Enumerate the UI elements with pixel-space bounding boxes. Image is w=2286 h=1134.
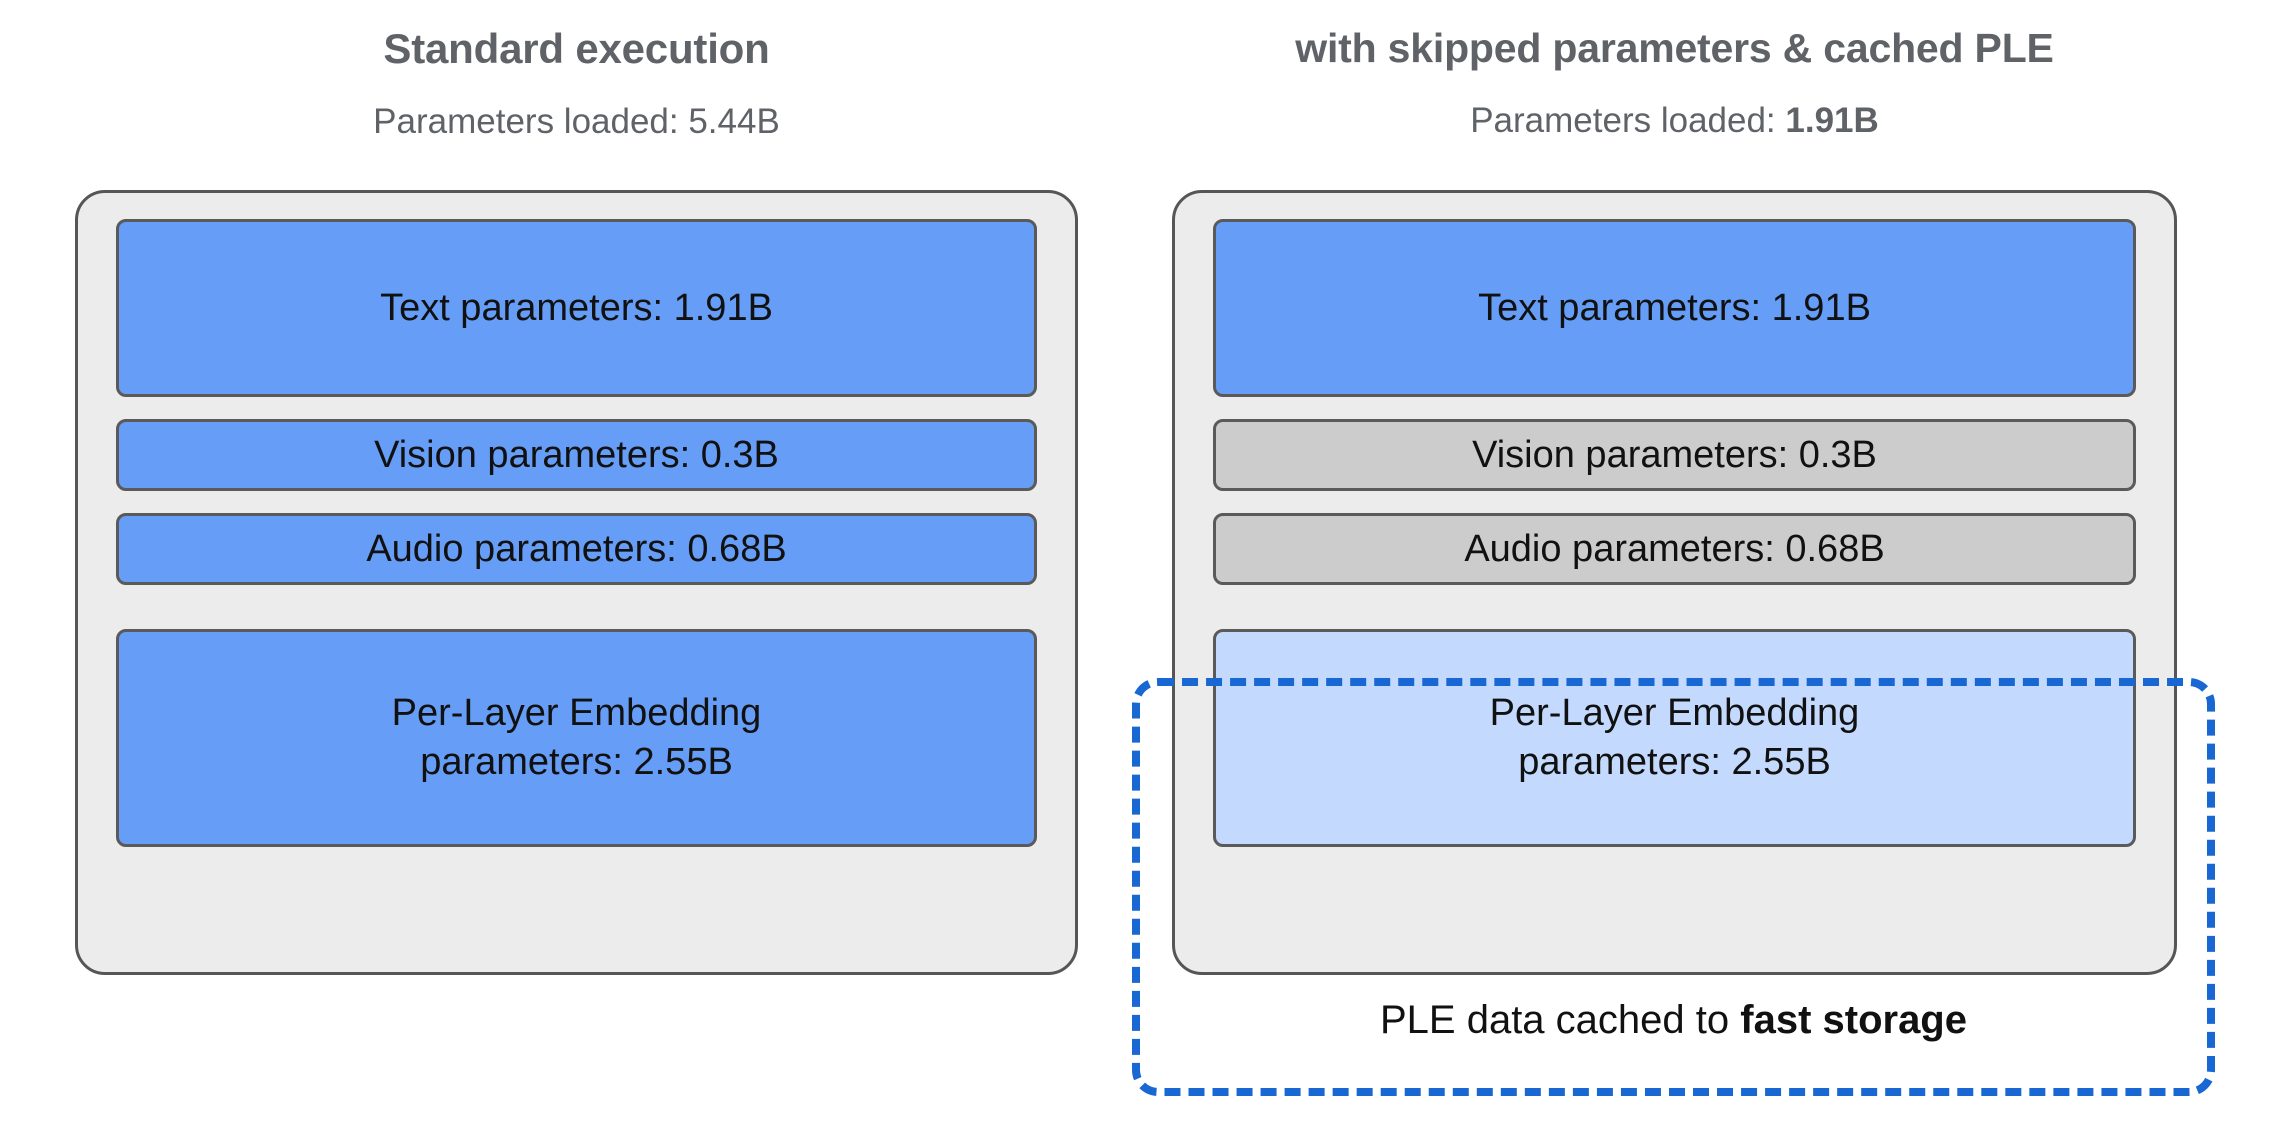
subtitle-prefix-optimized: Parameters loaded: xyxy=(1470,101,1786,140)
block-ple-parameters-cached: Per-Layer Embedding parameters: 2.55B xyxy=(1213,629,2136,847)
column-subtitle-optimized: Parameters loaded: 1.91B xyxy=(1172,69,2177,138)
block-ple-line2-cached: parameters: 2.55B xyxy=(1518,741,1831,783)
column-subtitle-standard: Parameters loaded: 5.44B xyxy=(75,70,1078,139)
block-audio-parameters-skipped: Audio parameters: 0.68B xyxy=(1213,513,2136,585)
spacer xyxy=(116,585,1037,629)
column-optimized-execution: with skipped parameters & cached PLE Par… xyxy=(1172,0,2177,139)
block-vision-parameters-standard: Vision parameters: 0.3B xyxy=(116,419,1037,491)
spacer xyxy=(1213,397,2136,419)
block-audio-parameters-standard: Audio parameters: 0.68B xyxy=(116,513,1037,585)
spacer xyxy=(1213,491,2136,513)
subtitle-prefix-standard: Parameters loaded: xyxy=(373,102,689,141)
column-title-standard: Standard execution xyxy=(383,25,770,72)
spacer xyxy=(116,491,1037,513)
panel-standard-execution: Text parameters: 1.91B Vision parameters… xyxy=(75,190,1078,975)
block-ple-line1-cached: Per-Layer Embedding xyxy=(1489,692,1860,735)
block-ple-parameters-standard: Per-Layer Embedding parameters: 2.55B xyxy=(116,629,1037,847)
cache-caption: PLE data cached to fast storage xyxy=(1132,1000,2215,1040)
block-ple-line2-standard: parameters: 2.55B xyxy=(420,741,733,783)
block-text-parameters-standard: Text parameters: 1.91B xyxy=(116,219,1037,397)
subtitle-value-optimized: 1.91B xyxy=(1785,101,1879,140)
cache-caption-emphasis: fast storage xyxy=(1740,998,1967,1042)
block-vision-parameters-skipped: Vision parameters: 0.3B xyxy=(1213,419,2136,491)
spacer xyxy=(1213,585,2136,629)
block-ple-line1-standard: Per-Layer Embedding xyxy=(391,692,762,735)
column-standard-execution: Standard execution Parameters loaded: 5.… xyxy=(75,0,1078,140)
column-title-optimized: with skipped parameters & cached PLE xyxy=(1295,25,2054,71)
block-text-parameters-optimized: Text parameters: 1.91B xyxy=(1213,219,2136,397)
panel-optimized-execution: Text parameters: 1.91B Vision parameters… xyxy=(1172,190,2177,975)
subtitle-value-standard: 5.44B xyxy=(688,102,780,141)
cache-caption-prefix: PLE data cached to xyxy=(1379,998,1741,1042)
spacer xyxy=(116,397,1037,419)
